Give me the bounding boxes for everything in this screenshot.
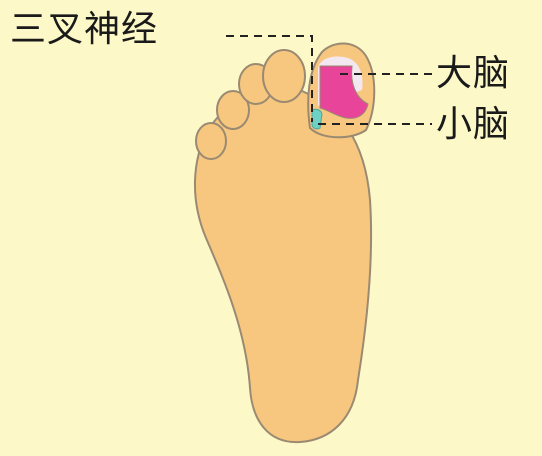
leader-lines	[226, 35, 432, 125]
second-toe	[262, 49, 306, 103]
trigeminal-nerve-label: 三叉神经	[10, 9, 159, 50]
cerebrum-label: 大脑	[436, 53, 511, 94]
fourth-toe	[216, 90, 250, 130]
leader-trigeminal	[226, 35, 313, 122]
cerebellum-label: 小脑	[436, 104, 511, 145]
cerebrum-zone	[319, 65, 369, 119]
cerebellum-zone	[311, 108, 323, 130]
little-toe	[195, 122, 227, 160]
